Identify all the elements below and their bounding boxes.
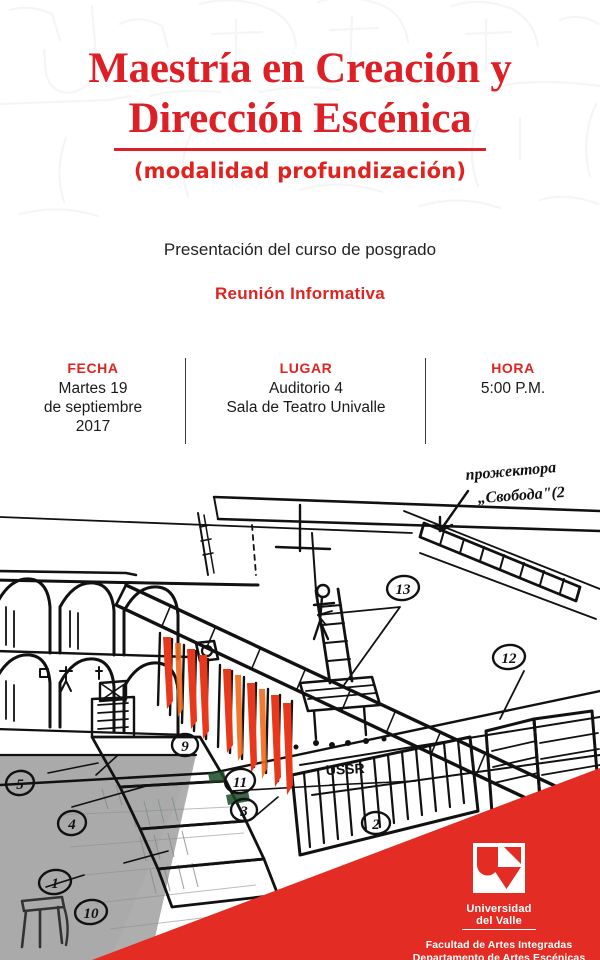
- footer-text-block: Facultad de Artes Integradas Departament…: [398, 939, 600, 960]
- info-label-fecha: FECHA: [67, 360, 119, 376]
- info-value-lugar-line-1: Auditorio 4: [268, 380, 344, 397]
- title-underline: [114, 148, 486, 151]
- info-column-lugar: LUGAR Auditorio 4 Sala de Teatro Univall…: [186, 358, 426, 450]
- callout-11: 11: [233, 775, 247, 791]
- annotation-russian-1: прожектора: [465, 459, 557, 484]
- callout-9: 9: [181, 739, 189, 755]
- poster-subtitle: (modalidad profundización): [133, 159, 467, 183]
- column-divider-1: [185, 358, 186, 444]
- info-label-hora: HORA: [491, 360, 535, 376]
- logo-name-line-2: del Valle: [476, 915, 522, 927]
- poster-title-line-2: Dirección Escénica: [128, 95, 472, 142]
- info-value-lugar-line-2: Sala de Teatro Univalle: [226, 399, 386, 416]
- info-column-fecha: FECHA Martes 19 de septiembre 2017: [0, 358, 186, 450]
- callout-2: 2: [371, 817, 380, 833]
- event-info-row: FECHA Martes 19 de septiembre 2017 LUGAR…: [0, 358, 600, 450]
- callout-10: 10: [84, 906, 100, 922]
- callout-12: 12: [502, 651, 518, 667]
- univalle-logo-wordmark: Universidad del Valle: [398, 903, 600, 927]
- footer-department: Departamento de Artes Escénicas: [412, 952, 586, 960]
- column-divider-2: [425, 358, 426, 444]
- logo-underline-rule: [462, 929, 536, 930]
- callout-3b: 3: [239, 804, 248, 820]
- info-column-hora: HORA 5:00 P.M.: [426, 360, 600, 450]
- info-value-fecha-line-1: Martes 19: [58, 380, 128, 397]
- logo-name-line-1: Universidad: [466, 903, 532, 915]
- callout-13: 13: [396, 582, 412, 598]
- meeting-text: Reunión Informativa: [214, 284, 386, 303]
- callout-4: 4: [67, 817, 76, 833]
- callout-1: 1: [51, 876, 59, 892]
- poster-title-line-1: Maestría en Creación y: [88, 45, 512, 92]
- annotation-ussr: USSR: [325, 760, 365, 778]
- info-value-fecha-line-3: 2017: [75, 418, 111, 435]
- footer-faculty: Facultad de Artes Integradas: [425, 939, 573, 951]
- info-label-lugar: LUGAR: [279, 360, 333, 376]
- headline-block: Maestría en Creación y Dirección Escénic…: [0, 44, 600, 183]
- footer-brand-block: Universidad del Valle Facultad de Artes …: [398, 843, 600, 960]
- presentation-text: Presentación del curso de posgrado: [163, 240, 437, 259]
- univalle-logo-icon: [473, 843, 525, 893]
- info-value-fecha-line-2: de septiembre: [43, 399, 143, 416]
- annotation-russian-2: „Свобода"(2: [477, 484, 565, 507]
- info-value-hora-line-1: 5:00 P.M.: [480, 380, 546, 397]
- callout-5: 5: [16, 777, 24, 793]
